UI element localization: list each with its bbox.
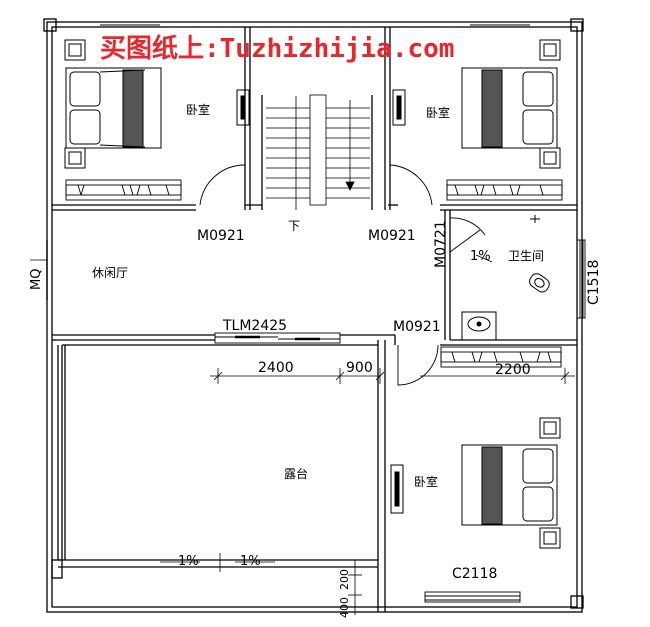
- bed-se: [461, 417, 561, 549]
- room-label-lounge: 休闲厅: [92, 266, 128, 280]
- slope-terrace-1: 1%: [178, 554, 199, 569]
- bed-nw: [64, 39, 162, 169]
- dim-2400: 2400: [258, 360, 294, 376]
- dim-400: 400: [338, 597, 351, 618]
- slope-arrows: [160, 254, 493, 572]
- door-swings: [199, 164, 486, 386]
- dim-200: 200: [338, 569, 351, 590]
- room-label-bedroom-ne: 卧室: [426, 105, 450, 120]
- room-label-terrace: 露台: [284, 466, 308, 481]
- dim-900: 900: [346, 360, 373, 376]
- closets: [65, 179, 563, 368]
- window-code-south: C2118: [452, 566, 497, 582]
- window-code-west: MQ: [29, 269, 44, 290]
- door-code-bath: M0721: [433, 220, 449, 268]
- room-label-bedroom-se: 卧室: [414, 474, 438, 489]
- windows: [100, 21, 586, 603]
- room-label-bathroom: 卫生间: [508, 249, 544, 263]
- bed-ne: [461, 39, 561, 169]
- stair-down-label: 下: [288, 219, 300, 233]
- slope-terrace-2: 1%: [240, 554, 261, 569]
- tv-cabinets: [236, 89, 406, 514]
- dimension-lines: [30, 259, 575, 615]
- sliding-door: [214, 332, 341, 344]
- room-label-bedroom-nw: 卧室: [186, 102, 210, 117]
- dim-2200: 2200: [495, 362, 531, 378]
- sliding-door-code: TLM2425: [222, 318, 287, 334]
- slope-bath: 1%: [470, 249, 491, 264]
- watermark-text: 买图纸上:Tuzhizhijia.com: [100, 33, 454, 64]
- door-code-se: M0921: [393, 319, 441, 335]
- bath-fixtures: [461, 215, 550, 341]
- door-code-nw: M0921: [197, 228, 245, 244]
- staircase: [266, 94, 370, 210]
- window-code-east: C1518: [586, 260, 602, 305]
- door-code-ne: M0921: [368, 228, 416, 244]
